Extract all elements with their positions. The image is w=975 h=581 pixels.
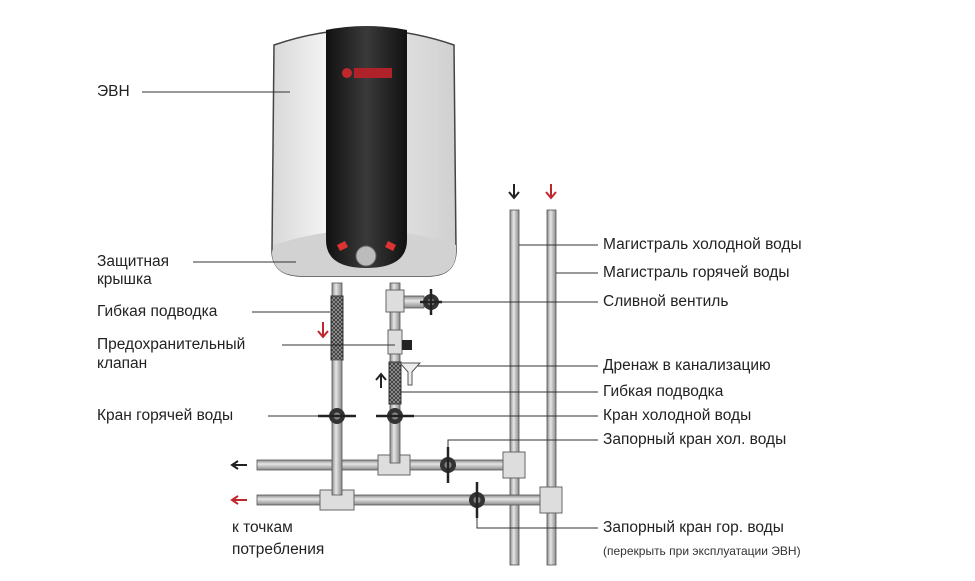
tee-cold — [502, 451, 526, 479]
label-safety-1: Предохранительный — [97, 336, 246, 353]
indicator-right — [385, 241, 396, 251]
cold-main-pipe — [509, 209, 520, 566]
water-heater — [271, 26, 457, 277]
label-safety-2: клапан — [97, 355, 148, 372]
indicator-left — [337, 241, 348, 251]
hot-tap-valve[interactable] — [318, 408, 356, 424]
hot-main-pipe — [546, 209, 557, 566]
hot-to-consumers-arrow-icon — [230, 495, 247, 505]
label-flex-hose-left: Гибкая подводка — [97, 303, 218, 320]
label-cover-1: Защитная — [97, 253, 170, 270]
drain-valve[interactable] — [420, 289, 442, 315]
cold-flex-hose — [388, 361, 402, 405]
hot-flow-arrow-icon — [545, 184, 557, 200]
label-drain-sewer: Дренаж в канализацию — [603, 357, 771, 374]
drain-funnel-icon — [398, 362, 422, 386]
hot-shutoff-valve[interactable] — [469, 482, 485, 518]
cold-up-arrow-icon — [375, 372, 387, 388]
label-hot-tap: Кран горячей воды — [97, 407, 234, 424]
brand-logo — [342, 68, 392, 78]
label-consumers-1: к точкам — [232, 519, 293, 536]
cold-flow-arrow-icon — [508, 184, 520, 200]
hot-branch-pipe — [256, 494, 556, 506]
hot-outlet-pipe — [331, 359, 343, 496]
label-cold-shutoff: Запорный кран хол. воды — [603, 431, 787, 448]
hot-down-arrow-icon — [317, 322, 329, 339]
label-hot-main: Магистраль горячей воды — [603, 264, 790, 281]
label-cold-main: Магистраль холодной воды — [603, 236, 802, 253]
label-hot-shutoff-note: (перекрыть при эксплуатации ЭВН) — [603, 544, 801, 558]
label-flex-hose-right: Гибкая подводка — [603, 383, 724, 400]
label-cover-2: крышка — [97, 271, 152, 288]
cold-tap-valve[interactable] — [376, 408, 414, 424]
label-evn: ЭВН — [97, 83, 130, 100]
leader-lines — [142, 91, 598, 529]
hot-flex-hose — [330, 295, 344, 361]
label-consumers-2: потребления — [232, 541, 325, 558]
cold-to-consumers-arrow-icon — [230, 460, 247, 470]
cold-shutoff-valve[interactable] — [440, 447, 456, 483]
label-drain-valve: Сливной вентиль — [603, 293, 729, 310]
thermostat-knob[interactable] — [355, 245, 377, 267]
label-hot-shutoff: Запорный кран гор. воды — [603, 519, 784, 536]
safety-valve[interactable] — [387, 329, 412, 355]
tee-hot — [539, 486, 563, 514]
label-cold-tap: Кран холодной воды — [603, 407, 752, 424]
